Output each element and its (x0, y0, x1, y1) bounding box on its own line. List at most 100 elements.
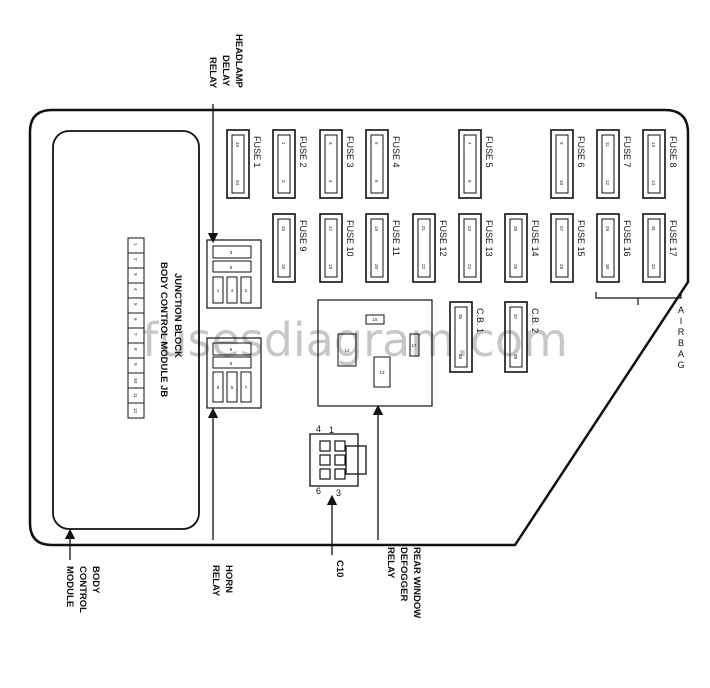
defogger-pin-13: 13 (379, 370, 385, 375)
bcm-pin-number: 11 (133, 393, 138, 398)
defogger-pin-15: 15 (372, 317, 378, 322)
fuse-pin: 34 (235, 180, 240, 186)
fuse-pin: 5 (374, 142, 379, 145)
fuse-pin: 19 (374, 226, 379, 232)
fuse-label: FUSE 7 (622, 136, 632, 168)
bcm-pin-number: 10 (133, 378, 138, 384)
horn-relay-pin-6: 6 (230, 347, 233, 352)
fuse-label: FUSE 3 (345, 136, 355, 168)
fuse-pin: 13 (651, 142, 656, 148)
defogger-pin-17: 17 (411, 343, 417, 348)
bcm-pin-number: 5 (133, 303, 138, 306)
airbag-bracket: A I R B A G (595, 292, 685, 370)
fuse-pin: 23 (467, 226, 472, 232)
airbag-letter-3: R (678, 327, 685, 337)
fuse-label: FUSE 5 (484, 136, 494, 168)
fuse-label: FUSE 16 (622, 220, 632, 257)
fuse-pin: 1 (281, 142, 286, 145)
airbag-letter-6: G (677, 360, 684, 370)
airbag-letter-4: B (678, 338, 684, 348)
fuse-pin: 30 (605, 264, 610, 270)
fuse-label: FUSE 2 (298, 136, 308, 168)
fuse-label: FUSE 9 (298, 220, 308, 252)
svg-text:DELAY: DELAY (220, 55, 231, 87)
circuit-breaker-pin: 36 (458, 354, 463, 360)
fuse-label: FUSE 11 (391, 220, 401, 256)
airbag-letter-1: A (678, 305, 684, 315)
fuse-pin: 4 (328, 180, 333, 183)
fuse-12: 21 22 FUSE 12 (412, 213, 448, 283)
watermark: fusesdiagram.com (142, 313, 568, 367)
fuse-16: 29 30 FUSE 16 (596, 213, 632, 283)
bcm-pin-number: 2 (133, 258, 138, 261)
fuse-pin: 11 (605, 142, 610, 147)
circuit-breaker-pin: 37 (513, 314, 518, 320)
bcm-pin-number: 1 (133, 243, 138, 246)
fuse-15: 27 28 FUSE 15 (550, 213, 586, 283)
horn-relay: 6 8 9 5 7 (206, 337, 262, 409)
fuse-pin: 25 (513, 226, 518, 232)
bcm-pin-number: 7 (133, 333, 138, 336)
fuse-pin: 15 (281, 226, 286, 232)
airbag-letter-5: A (678, 349, 684, 359)
svg-text:HEADLAMP: HEADLAMP (233, 34, 244, 88)
c10-connector: 1 4 3 6 (309, 424, 367, 498)
fuse-pin: 12 (605, 180, 610, 186)
fuse-label: FUSE 15 (576, 220, 586, 257)
headlamp-relay-pin-5: 5 (230, 265, 233, 270)
fuse-pin: 10 (559, 180, 564, 186)
fuse-pin: 14 (651, 180, 656, 186)
horn-relay-label: HORN RELAY (210, 565, 234, 597)
fuse-pin: 22 (421, 264, 426, 270)
headlamp-relay-pin-2: 2 (245, 288, 248, 293)
bcm-label: BODY CONTROL MODULE (64, 566, 101, 613)
bcm-pin-number: 3 (133, 273, 138, 276)
fuse-pin: 27 (559, 226, 564, 232)
circuit-breaker-label: C.B. 2 (530, 308, 540, 333)
svg-text:HORN: HORN (223, 565, 234, 593)
fuse-label: FUSE 10 (345, 220, 355, 257)
fuse-pin: 33 (235, 142, 240, 148)
fuse-label: FUSE 17 (668, 220, 678, 257)
rear-defogger-relay-label: REAR WINDOW DEFOGGER RELAY (385, 547, 422, 618)
fuse-pin: 8 (467, 180, 472, 183)
fuse-label: FUSE 4 (391, 136, 401, 168)
horn-relay-pin-5: 5 (231, 385, 234, 390)
fuse-pin: 28 (559, 264, 564, 270)
circuit-breaker-label: C.B. 1 (475, 308, 485, 333)
svg-text:REAR WINDOW: REAR WINDOW (411, 547, 422, 618)
fuse-pin: 29 (605, 226, 610, 232)
fuse-5: 7 8 FUSE 5 (458, 129, 494, 199)
fuse-pin: 31 (651, 226, 656, 232)
horn-relay-pin-9: 9 (217, 385, 220, 390)
headlamp-delay-relay-label: HEADLAMP DELAY RELAY (207, 34, 244, 89)
fuse-pin: 20 (374, 264, 379, 270)
c10-pin-4: 4 (316, 424, 321, 434)
fuse-pin: 21 (421, 226, 426, 232)
defogger-pin-14: 14 (344, 348, 350, 353)
svg-text:RELAY: RELAY (210, 565, 221, 597)
fuse-label: FUSE 12 (438, 220, 448, 257)
fuse-pin: 32 (651, 264, 656, 270)
bcm-pin-number: 8 (133, 348, 138, 351)
fuse-pin: 26 (513, 264, 518, 270)
body-control-module (52, 130, 200, 530)
junction-block-label: JUNCTION BLOCK (172, 273, 183, 358)
headlamp-relay-pin-1: 1 (217, 288, 220, 293)
svg-text:BODY: BODY (90, 566, 101, 594)
c10-pin-3: 3 (336, 488, 341, 498)
bcm-pin-number: 4 (133, 288, 138, 291)
svg-text:DEFOGGER: DEFOGGER (398, 547, 409, 602)
fuse-pin: 7 (467, 142, 472, 145)
